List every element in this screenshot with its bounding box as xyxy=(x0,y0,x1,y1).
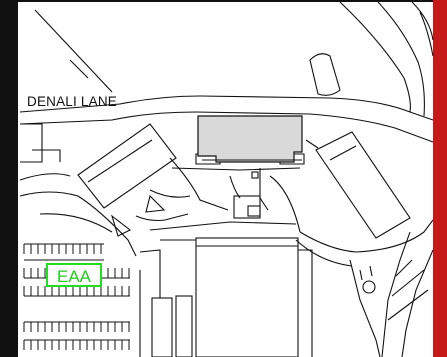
right-border xyxy=(433,0,447,357)
left-border xyxy=(0,0,18,357)
map-linework xyxy=(19,1,434,357)
parking-stalls xyxy=(24,243,130,341)
road-label-denali-lane: DENALI LANE xyxy=(27,94,117,109)
highlighted-building[interactable] xyxy=(197,115,303,163)
zone-label-eaa[interactable]: EAA xyxy=(46,263,102,287)
